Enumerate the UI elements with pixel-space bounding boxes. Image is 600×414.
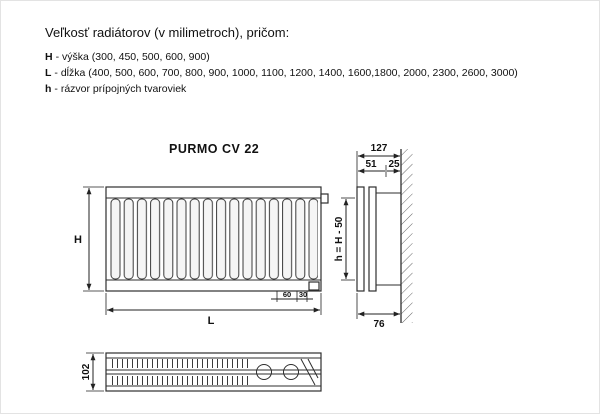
dim-H-label: H: [74, 234, 82, 246]
dim-76-label: 76: [373, 319, 385, 330]
valve-fitting: [320, 193, 329, 204]
dim-25-label: 25: [388, 159, 400, 170]
dim-h-pitch: h = H - 50: [334, 197, 355, 281]
legend-item-H: H- výška (300, 450, 500, 600, 900): [45, 51, 585, 63]
plan-fins-top: [110, 359, 250, 368]
dim-127: 127: [356, 143, 400, 187]
dim-H: H: [74, 186, 104, 292]
legend-item-L: L- dĺžka (400, 500, 600, 700, 800, 900, …: [45, 67, 585, 79]
dim-60-label: 60: [283, 290, 291, 299]
legend-symbol-h: h: [45, 83, 52, 95]
legend-text-H: - výška (300, 450, 500, 600, 900): [55, 51, 210, 63]
dim-L-label: L: [208, 315, 215, 327]
dim-51-25: 51 25: [358, 159, 400, 177]
dim-127-label: 127: [371, 143, 388, 154]
plan-connection-left: [256, 364, 272, 380]
dim-h-formula-label: h = H - 50: [334, 216, 345, 261]
wall: [400, 149, 413, 323]
legend-item-h: h- rázvor prípojných tvaroviek: [45, 83, 585, 95]
dim-30-label: 30: [299, 290, 307, 299]
front-fins: [109, 198, 318, 280]
header-title: Veľkosť radiátorov (v milimetroch), prič…: [45, 25, 290, 40]
legend-symbol-H: H: [45, 51, 53, 63]
legend-text-h: - rázvor prípojných tvaroviek: [54, 83, 187, 95]
wall-hatch: [401, 149, 413, 323]
plan-view: [105, 352, 322, 392]
plan-connection-right: [283, 364, 299, 380]
header: Veľkosť radiátorov (v milimetroch), prič…: [45, 25, 585, 99]
dim-102: 102: [81, 352, 104, 392]
dim-L: L: [105, 293, 322, 327]
dim-connections: 60 30: [271, 290, 313, 302]
dim-76: 76: [356, 293, 400, 330]
model-label: PURMO CV 22: [169, 142, 259, 156]
plan-fins-bottom: [110, 376, 250, 385]
front-view: [105, 186, 329, 292]
legend-symbol-L: L: [45, 67, 52, 79]
legend-text-L: - dĺžka (400, 500, 600, 700, 800, 900, 1…: [54, 67, 518, 79]
dim-102-label: 102: [81, 363, 92, 380]
dim-51-label: 51: [365, 159, 377, 170]
side-view: [356, 186, 401, 292]
bottom-connection: [308, 281, 320, 291]
